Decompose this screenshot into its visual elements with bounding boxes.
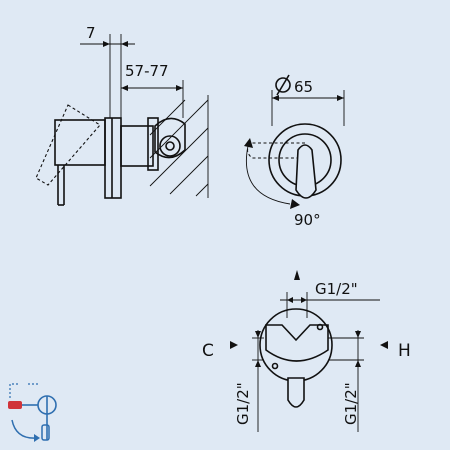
- cover-plate: [104, 117, 122, 199]
- diameter-icon: [275, 77, 291, 93]
- dimension-thread-top: G1/2": [280, 270, 380, 318]
- connection-cold: C G1/2": [202, 330, 264, 432]
- connection-hot: H G1/2": [328, 330, 411, 432]
- valve-circle: [259, 308, 333, 382]
- diameter-label: 65: [294, 78, 313, 96]
- valve-section: [265, 324, 329, 362]
- thread-right-label: G1/2": [342, 382, 360, 425]
- front-view: 65 90°: [244, 74, 345, 229]
- thread-left-label: G1/2": [234, 382, 252, 425]
- lever: [295, 144, 317, 199]
- rotation-arc: [246, 145, 291, 205]
- lever: [287, 377, 305, 408]
- rotation-label: 90°: [294, 211, 321, 229]
- dimension-diameter: 65: [271, 74, 345, 126]
- lever-alt-position: [35, 104, 101, 186]
- connection-nut: [154, 117, 186, 159]
- hot-label: H: [398, 341, 411, 361]
- valve-body: [120, 125, 154, 167]
- mixer-icon: [8, 383, 57, 442]
- side-view: 7 57-77: [35, 24, 209, 206]
- lever-body: [54, 119, 106, 166]
- connection-view: G1/2" C G1/2" H G1/2": [202, 270, 411, 432]
- dimension-7-label: 7: [86, 24, 96, 42]
- thread-top-label: G1/2": [315, 280, 358, 298]
- dimension-57-77-label: 57-77: [125, 62, 169, 80]
- dimension-7: 7: [80, 24, 135, 118]
- lever-alt-position: [246, 142, 305, 159]
- cold-label: C: [202, 341, 214, 361]
- dimension-57-77: 57-77: [121, 62, 184, 118]
